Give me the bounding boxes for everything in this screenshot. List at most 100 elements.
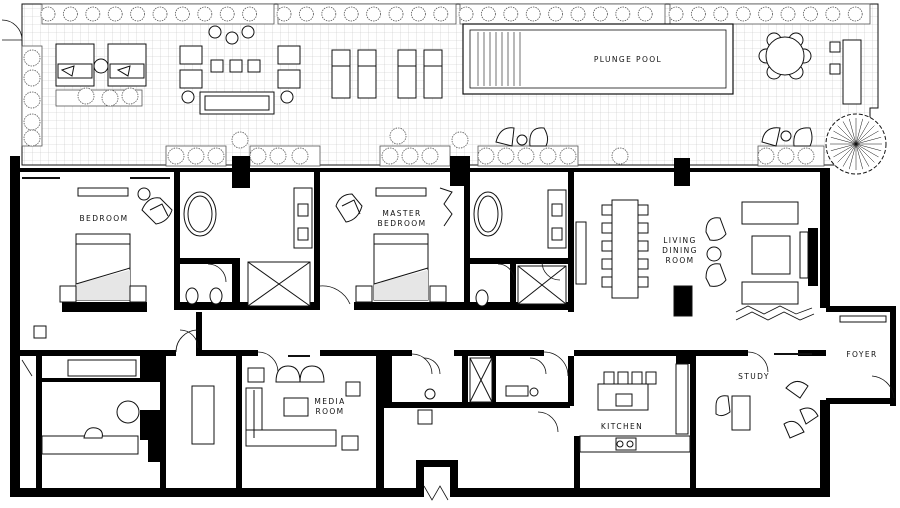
- shrub: [107, 6, 123, 22]
- shrub: [343, 6, 359, 22]
- shrub: [803, 6, 818, 22]
- shrub: [101, 89, 119, 107]
- shrub: [388, 6, 404, 22]
- shrub: [85, 6, 101, 22]
- shrub: [548, 6, 563, 22]
- shrub: [231, 131, 249, 149]
- master-bath: [473, 189, 567, 307]
- shrub: [780, 6, 796, 22]
- dining-chair: [637, 222, 649, 234]
- shrub: [559, 147, 577, 165]
- shrub: [23, 113, 41, 131]
- dining-chair: [637, 258, 649, 270]
- door-swings: [175, 329, 769, 377]
- living-label-line3: ROOM: [665, 256, 694, 265]
- shrub: [637, 6, 653, 22]
- living-dining: [575, 199, 815, 321]
- shrub: [777, 147, 795, 165]
- master-bedroom: [319, 187, 453, 305]
- shrub: [121, 87, 139, 105]
- pool-steps: [477, 32, 521, 86]
- kitchen-label: KITCHEN: [601, 422, 643, 431]
- shrub: [825, 6, 841, 22]
- study-label: STUDY: [738, 372, 770, 381]
- shrub-group: [23, 6, 863, 165]
- shrub: [477, 147, 495, 165]
- round-dining-table: [758, 32, 862, 105]
- living-label-line2: DINING: [662, 246, 698, 255]
- shrub: [691, 6, 706, 22]
- media-room-label-line2: ROOM: [315, 407, 344, 416]
- shrub: [77, 87, 95, 105]
- shrub: [207, 147, 225, 165]
- shrub: [570, 6, 586, 22]
- tree-canopy: [825, 113, 887, 175]
- shrub: [433, 6, 449, 22]
- shrub: [63, 6, 78, 22]
- shrub: [713, 6, 729, 22]
- shrub: [40, 6, 56, 22]
- service-core: [417, 357, 559, 501]
- shrub: [797, 147, 815, 165]
- master-bedroom-label-line1: MASTER: [382, 209, 421, 218]
- shrub: [219, 6, 235, 22]
- shrub: [758, 6, 773, 22]
- shrub: [197, 6, 213, 22]
- dining-chair: [637, 276, 649, 288]
- outdoor-seating: [179, 25, 301, 115]
- shrub: [593, 6, 608, 22]
- study: [715, 353, 819, 439]
- living-label-line1: LIVING: [663, 236, 697, 245]
- shrub: [611, 147, 629, 165]
- dining-chair: [637, 204, 649, 216]
- shrub: [23, 49, 41, 67]
- shrub: [187, 147, 205, 165]
- shrub: [503, 6, 519, 22]
- shrub: [276, 6, 292, 22]
- shrub: [174, 6, 190, 22]
- dining-chair: [637, 240, 649, 252]
- shrub: [298, 6, 314, 22]
- shrub: [167, 147, 185, 165]
- bedroom: [22, 177, 173, 339]
- media-room-label-line1: MEDIA: [314, 397, 345, 406]
- shrub: [410, 6, 426, 22]
- shrub: [269, 147, 287, 165]
- shrub: [249, 147, 267, 165]
- shrub: [539, 147, 557, 165]
- shrub: [23, 91, 41, 109]
- shrub: [525, 6, 541, 22]
- shrub: [847, 6, 863, 22]
- kitchen: [579, 363, 691, 453]
- foyer: [826, 306, 896, 406]
- shrub: [401, 147, 419, 165]
- shrub: [366, 6, 382, 22]
- plunge-pool: PLUNGE POOL: [462, 23, 734, 95]
- shrub: [480, 6, 496, 22]
- media-room: [245, 355, 361, 451]
- dining-chair: [601, 222, 613, 234]
- dining-chair: [601, 258, 613, 270]
- lower-left-rooms: [21, 329, 215, 445]
- terrace-armchairs: [495, 127, 813, 147]
- shrub: [517, 147, 535, 165]
- bedroom-label: BEDROOM: [80, 214, 129, 223]
- shrub: [497, 147, 515, 165]
- shrub: [23, 69, 41, 87]
- dining-chair: [601, 276, 613, 288]
- shrub: [321, 6, 337, 22]
- shrub: [668, 6, 684, 22]
- shrub: [757, 147, 775, 165]
- shrub: [421, 147, 439, 165]
- shrub: [451, 131, 469, 149]
- shrub: [23, 129, 41, 147]
- shrub: [615, 6, 631, 22]
- shrub: [242, 6, 258, 22]
- master-bedroom-label-line2: BEDROOM: [378, 219, 427, 228]
- shrub: [389, 127, 407, 145]
- dining-chair: [601, 204, 613, 216]
- shrub: [152, 6, 168, 22]
- dining-chair: [601, 240, 613, 252]
- shrub: [291, 147, 309, 165]
